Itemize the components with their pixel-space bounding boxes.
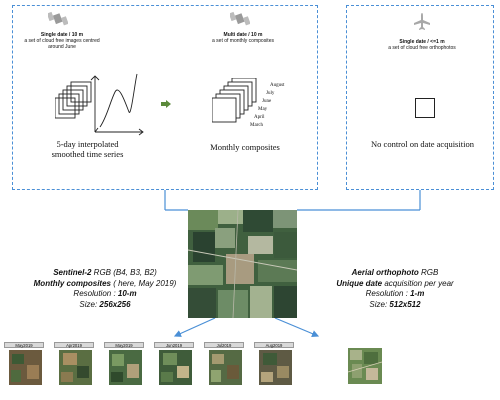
sentinel-composite-type: Monthly composites [33,278,111,288]
single-date-desc: a set of cloud free images centred aroun… [24,38,100,50]
monthly-thumbnail: Aug2019 [254,342,294,390]
thumbnail-image [159,350,192,385]
aerial-name: Aerial orthophoto [351,268,419,277]
aerial-panel-desc: a set of cloud free orthophotos [388,45,456,51]
sentinel-image [188,210,297,318]
monthly-thumbnail: May2019 [4,342,44,390]
thumbnail-label: May2019 [4,342,44,348]
orthophoto-square-graphic [415,98,435,118]
month-label: April [254,115,265,120]
monthly-composites-stack-graphic [212,78,257,123]
month-label: June [262,99,272,104]
time-series-caption: 5-day interpolated smoothed time series [51,139,124,159]
thumbnail-label: Jun2019 [154,342,194,348]
aerial-bands: RGB [418,268,439,277]
arrow-right-icon [161,100,171,108]
month-label: March [250,123,264,128]
month-label: August [270,83,285,88]
aerial-info: Aerial orthophoto RGB Unique date acquis… [315,268,475,310]
monthly-thumbnail: May2019 [104,342,144,390]
thumbnail-image [59,350,92,385]
time-series-stack-graphic [55,73,144,136]
monthly-thumbnail: Jun2019 [154,342,194,390]
sentinel-composite-note: ( here, May 2019) [110,278,177,288]
aerial-size-value: 512x512 [389,299,421,309]
thumbnail-image [109,350,142,385]
thumbnail-label: Jul2019 [204,342,244,348]
thumbnail-image [209,350,242,385]
thumbnail-label: Aug2019 [254,342,294,348]
satellite-icon [46,8,69,30]
thumbnail-label: May2019 [104,342,144,348]
thumbnail-label: Apr2019 [54,342,94,348]
aerial-size-label: Size: [369,299,390,309]
aerial-panel-caption: No control on date acquisition [371,139,474,149]
sentinel-resolution-value: 10-m [117,289,137,298]
sentinel-bands: RGB (B4, B3, B2) [91,268,157,277]
orthophoto-image [344,342,384,390]
aerial-panel [346,5,494,190]
single-date-title: Single date / 10 m [40,32,84,38]
sentinel-info: Sentinel-2 RGB (B4, B3, B2) Monthly comp… [25,268,185,310]
aerial-resolution-label: Resolution : [365,289,411,298]
thumbnail-image [9,350,42,385]
monthly-thumbnail: Apr2019 [54,342,94,390]
multi-date-desc: a set of monthly composites [212,38,274,44]
month-label: July [266,91,275,96]
monthly-thumbnail: Jul2019 [204,342,244,390]
monthly-composites-caption: Monthly composites [210,142,280,152]
sentinel-resolution-label: Resolution : [73,289,118,298]
month-label: May [258,107,268,112]
sentinel-size-label: Size: [79,299,100,309]
sentinel-name: Sentinel-2 [53,268,92,277]
aerial-resolution-value: 1-m [410,289,425,298]
satellite-icon [228,8,251,30]
multi-date-title: Multi date / 10 m [223,32,263,38]
sentinel-size-value: 256x256 [99,299,131,309]
aerial-panel-title: Single date / <=1 m [399,39,445,45]
aerial-date-note: acquisition per year [382,278,454,288]
airplane-icon [412,12,432,32]
thumbnail-image [259,350,292,385]
aerial-date-type: Unique date [336,278,383,288]
sentinel-panel [12,5,318,190]
